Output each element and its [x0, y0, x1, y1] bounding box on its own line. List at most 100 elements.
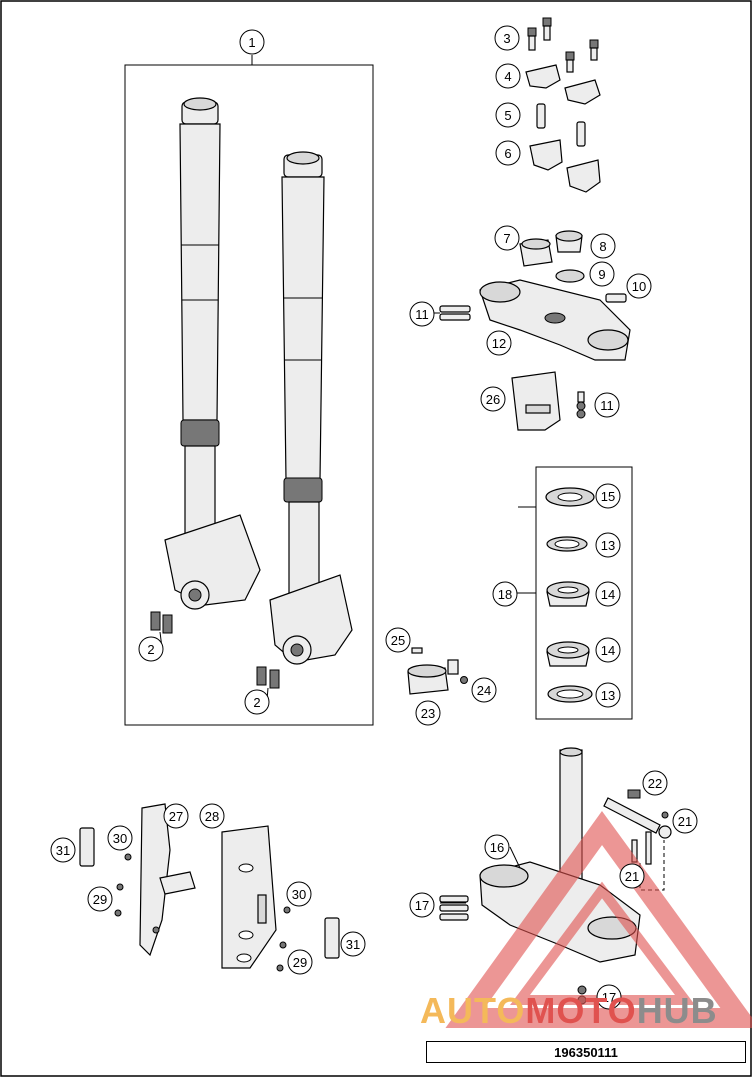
svg-text:2: 2 [253, 695, 260, 710]
callout-14a: 14 [595, 581, 621, 607]
small-bolt-11b [576, 391, 586, 419]
svg-text:17: 17 [602, 990, 616, 1005]
callout-4: 4 [495, 63, 521, 89]
svg-text:29: 29 [93, 892, 107, 907]
steering-stem-cover [511, 371, 561, 431]
callout-16: 16 [484, 834, 510, 860]
callout-1: 1 [239, 29, 265, 55]
callout-3: 3 [494, 25, 520, 51]
handlebar-clamp-lower [529, 139, 601, 193]
svg-text:11: 11 [415, 307, 429, 322]
svg-text:31: 31 [346, 937, 360, 952]
fork-guard-left [139, 803, 196, 957]
callout-8: 8 [590, 233, 616, 259]
callout-30a: 30 [107, 825, 133, 851]
callout-29a: 29 [87, 886, 113, 912]
callout-2b: 2 [244, 689, 270, 715]
sticker-31b [324, 917, 340, 959]
callout-17a: 17 [409, 892, 435, 918]
callout-28: 28 [199, 803, 225, 829]
callout-11b: 11 [594, 392, 620, 418]
dust-seal-13a [546, 536, 588, 552]
callout-29b: 29 [287, 949, 313, 975]
svg-text:30: 30 [113, 831, 127, 846]
screw-25 [411, 647, 423, 654]
callout-21a: 21 [672, 808, 698, 834]
callout-31a: 31 [50, 837, 76, 863]
callout-9: 9 [589, 261, 615, 287]
nut-24 [460, 676, 468, 684]
watermark-text: AUTOMOTOHUB [420, 990, 718, 1032]
callout-27: 27 [163, 803, 189, 829]
svg-text:28: 28 [205, 809, 219, 824]
svg-text:13: 13 [601, 538, 615, 553]
clamp-bolts-17 [439, 895, 469, 921]
svg-text:13: 13 [601, 688, 615, 703]
svg-text:6: 6 [504, 146, 511, 161]
clamp-23 [407, 659, 459, 695]
svg-text:23: 23 [421, 706, 435, 721]
callout-30b: 30 [286, 881, 312, 907]
svg-text:2: 2 [147, 642, 154, 657]
callout-17b: 17 [596, 984, 622, 1010]
steering-damper [603, 789, 672, 865]
svg-text:30: 30 [292, 887, 306, 902]
callout-15: 15 [595, 483, 621, 509]
watermark-part-1: AUTO [420, 990, 526, 1031]
callout-5: 5 [495, 102, 521, 128]
seal-ring-15 [545, 487, 595, 507]
svg-text:17: 17 [415, 898, 429, 913]
bearing-14a [546, 581, 590, 607]
fork-guard-right [221, 825, 277, 969]
callout-14b: 14 [595, 637, 621, 663]
svg-text:3: 3 [503, 31, 510, 46]
clamp-bolts-11 [439, 305, 471, 321]
pinch-bolt [605, 293, 627, 303]
fork-leg-left [150, 97, 261, 634]
svg-text:11: 11 [600, 398, 614, 413]
callouts: 1 2 2 3 4 5 6 7 8 9 10 11 12 26 11 15 13… [50, 25, 698, 1010]
svg-text:31: 31 [56, 843, 70, 858]
top-nut [555, 230, 583, 253]
document-number: 196350111 [426, 1041, 746, 1063]
upper-triple-clamp [479, 279, 631, 361]
callout-26: 26 [480, 386, 506, 412]
fork-leg-right [256, 151, 353, 689]
svg-text:18: 18 [498, 587, 512, 602]
washer [555, 269, 585, 283]
callout-11a: 11 [409, 301, 435, 327]
svg-text:16: 16 [490, 840, 504, 855]
fork-assembly-frame [124, 64, 374, 726]
svg-text:7: 7 [503, 231, 510, 246]
watermark-part-2: MOTO [525, 990, 637, 1031]
bolt-21 [661, 811, 669, 819]
svg-text:22: 22 [648, 776, 662, 791]
svg-text:21: 21 [625, 869, 639, 884]
clamp-bolts-upper [527, 17, 599, 73]
callout-18: 18 [492, 581, 518, 607]
watermark-part-3: HUB [636, 990, 718, 1031]
callout-13a: 13 [595, 532, 621, 558]
svg-text:25: 25 [391, 633, 405, 648]
svg-text:1: 1 [248, 35, 255, 50]
callout-23: 23 [415, 700, 441, 726]
callout-25: 25 [385, 627, 411, 653]
callout-2a: 2 [138, 636, 164, 662]
callout-13b: 13 [595, 682, 621, 708]
callout-6: 6 [495, 140, 521, 166]
svg-text:29: 29 [293, 955, 307, 970]
callout-10: 10 [626, 273, 652, 299]
callout-31b: 31 [340, 931, 366, 957]
bearing-14b [546, 641, 590, 667]
svg-text:27: 27 [169, 809, 183, 824]
document-number-text: 196350111 [554, 1044, 618, 1060]
svg-text:21: 21 [678, 814, 692, 829]
clamp-bolts-lower [536, 103, 586, 147]
svg-text:4: 4 [504, 69, 511, 84]
handlebar-clamp-upper [525, 64, 601, 105]
svg-text:14: 14 [601, 587, 615, 602]
svg-text:24: 24 [477, 683, 491, 698]
svg-text:12: 12 [492, 336, 506, 351]
